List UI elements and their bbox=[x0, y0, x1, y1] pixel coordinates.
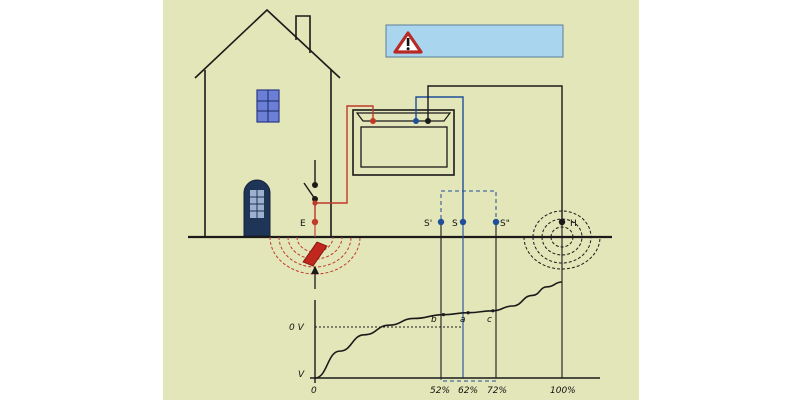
reference-point-c bbox=[491, 309, 495, 313]
reference-point-a bbox=[466, 311, 470, 315]
probe-dot-h bbox=[558, 218, 566, 226]
house-door bbox=[243, 179, 271, 237]
tick-label-100: 100% bbox=[550, 386, 576, 396]
probe-dot-e bbox=[311, 218, 319, 226]
tick-label-52: 52% bbox=[430, 386, 450, 396]
house-roof bbox=[194, 8, 341, 79]
house-window bbox=[256, 89, 280, 123]
probe-dot-s-double bbox=[492, 218, 500, 226]
earth-electrode-plate bbox=[302, 241, 328, 267]
electrode-arrow bbox=[311, 266, 319, 289]
wire-blue-s bbox=[415, 96, 464, 222]
probe-dot-s bbox=[459, 218, 467, 226]
label-a: a bbox=[460, 315, 466, 325]
warning-triangle-icon bbox=[393, 31, 423, 54]
warning-box bbox=[385, 24, 564, 58]
terminal-black bbox=[425, 118, 431, 124]
label-b: b bbox=[431, 315, 437, 325]
wire-black-h bbox=[427, 85, 563, 222]
house-chimney bbox=[295, 15, 311, 53]
switch-dot-bottom bbox=[312, 196, 318, 202]
label-s: S bbox=[452, 219, 458, 229]
paper-background bbox=[163, 0, 639, 400]
potential-graph bbox=[310, 281, 600, 383]
probe-dot-s-prime bbox=[437, 218, 445, 226]
switch-blade bbox=[303, 182, 316, 200]
terminal-blue bbox=[413, 118, 419, 124]
measuring-instrument bbox=[352, 109, 455, 176]
label-s-prime: S' bbox=[424, 219, 432, 229]
label-v: V bbox=[298, 370, 305, 380]
switch-dot-top bbox=[312, 182, 318, 188]
switch-dot-red bbox=[312, 200, 318, 206]
label-e: E bbox=[300, 219, 306, 229]
tick-label-62: 62% bbox=[458, 386, 478, 396]
graph-reference-points bbox=[441, 309, 495, 317]
label-c: c bbox=[487, 315, 492, 325]
label-zero-v: 0 V bbox=[289, 323, 305, 333]
reference-point-b bbox=[441, 313, 446, 317]
label-s-double: S" bbox=[500, 219, 510, 229]
terminal-red bbox=[370, 118, 376, 124]
house bbox=[194, 8, 341, 237]
graph-voltage-curve bbox=[314, 281, 563, 379]
tick-label-0: 0 bbox=[311, 386, 317, 396]
tick-label-72: 72% bbox=[487, 386, 507, 396]
label-h: H bbox=[570, 219, 577, 229]
